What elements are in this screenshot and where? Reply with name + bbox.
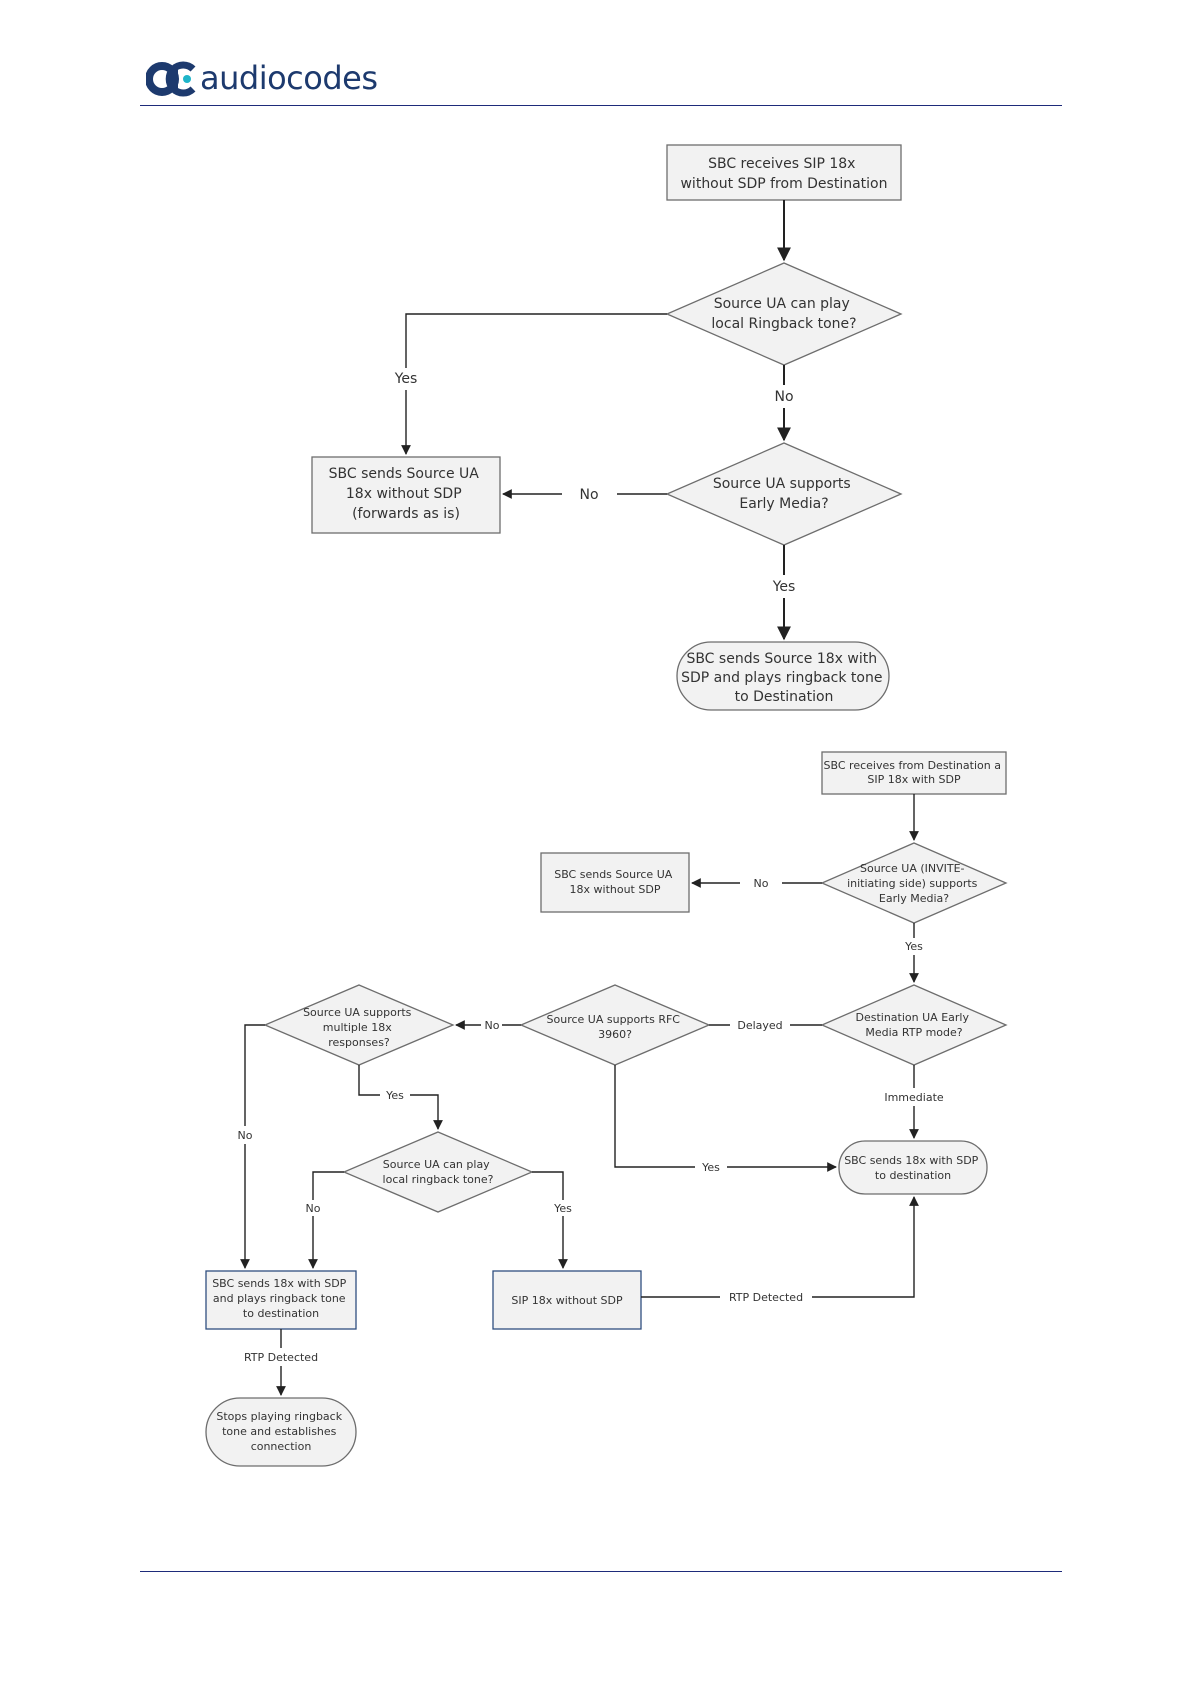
edge-label-no-2: No [579, 487, 598, 503]
ringback-decision-text: Source UA can play local Ringback tone? [711, 296, 856, 332]
flowchart-2: SBC receives from Destination a SIP 18x … [205, 751, 1008, 1467]
start-box-2 [821, 751, 1007, 795]
edge-label-yes-local: Yes [553, 1202, 572, 1215]
no-sdp-box-text: SBC sends Source UA 18x without SDP [554, 868, 676, 896]
edge-yes-multiple-left [358, 1065, 380, 1096]
edge-label-yes-rfc: Yes [701, 1161, 720, 1174]
rtp-mode-decision [820, 984, 1008, 1066]
edge-label-no-rfc: No [485, 1019, 500, 1032]
edge-label-rtp-2: RTP Detected [244, 1351, 318, 1364]
edge-label-rtp-1: RTP Detected [729, 1291, 803, 1304]
edge-yes-rfc-left [614, 1065, 695, 1168]
early-media-decision-2-text: Source UA (INVITE- initiating side) supp… [847, 862, 981, 905]
end-terminal-text: SBC sends Source 18x with SDP and plays … [681, 651, 887, 705]
ringback-decision [665, 262, 903, 366]
early-media-decision-text: Source UA supports Early Media? [713, 476, 855, 512]
header-rule [140, 105, 1062, 106]
edge-label-no-local: No [306, 1202, 321, 1215]
sends-sdp-ringback-text: SBC sends 18x with SDP and plays ringbac… [212, 1277, 350, 1320]
end-terminal [676, 641, 890, 711]
brand-name: audiocodes [200, 59, 378, 97]
forward-box-text: SBC sends Source UA 18x without SDP (for… [329, 466, 484, 522]
edge-label-delayed: Delayed [737, 1019, 782, 1032]
sip-no-sdp-box [492, 1270, 642, 1330]
multiple-responses-decision-text: Source UA supports multiple 18x response… [303, 1006, 415, 1049]
sends-sdp-destination-terminal [838, 1140, 988, 1195]
start-box [666, 144, 902, 201]
edge-label-yes-early: Yes [904, 940, 923, 953]
sip-no-sdp-text: SIP 18x without SDP [511, 1294, 623, 1307]
edge-label-no-1: No [774, 389, 793, 405]
edge-yes-multiple-right [410, 1094, 443, 1130]
local-ringback-decision [342, 1131, 534, 1213]
edge-label-no-multiple: No [238, 1129, 253, 1142]
edge-label-yes-1: Yes [394, 371, 418, 387]
edge-rtp-1-right [812, 1196, 919, 1298]
sends-sdp-ringback-box [205, 1270, 357, 1330]
forward-box [311, 456, 501, 534]
early-media-decision [665, 442, 903, 546]
edge-label-yes-2: Yes [772, 579, 796, 595]
footer-rule [140, 1571, 1062, 1572]
edge-yes-1-top [405, 313, 667, 368]
rfc-decision-text: Source UA supports RFC 3960? [547, 1013, 684, 1041]
rtp-mode-decision-text: Destination UA Early Media RTP mode? [856, 1011, 973, 1039]
local-ringback-decision-text: Source UA can play local ringback tone? [383, 1158, 494, 1186]
edge-label-immediate: Immediate [884, 1091, 944, 1104]
audiocodes-logo: audiocodes [146, 56, 378, 100]
edge-no-local-top [312, 1171, 344, 1200]
no-sdp-box [540, 852, 690, 913]
edge-label-no-early: No [754, 877, 769, 890]
logo-mark-icon [146, 61, 196, 97]
stops-terminal-text: Stops playing ringback tone and establis… [216, 1410, 345, 1453]
edge-label-yes-multiple: Yes [385, 1089, 404, 1102]
sends-sdp-destination-text: SBC sends 18x with SDP to destination [844, 1154, 982, 1182]
start-box-2-text: SBC receives from Destination a SIP 18x … [824, 759, 1005, 786]
edge-no-multiple-top [244, 1024, 265, 1126]
flowchart-1: SBC receives SIP 18x without SDP from De… [311, 144, 903, 711]
edge-yes-local-top [532, 1171, 564, 1200]
start-text: SBC receives SIP 18x without SDP from De… [680, 156, 887, 192]
stops-terminal [205, 1397, 357, 1467]
